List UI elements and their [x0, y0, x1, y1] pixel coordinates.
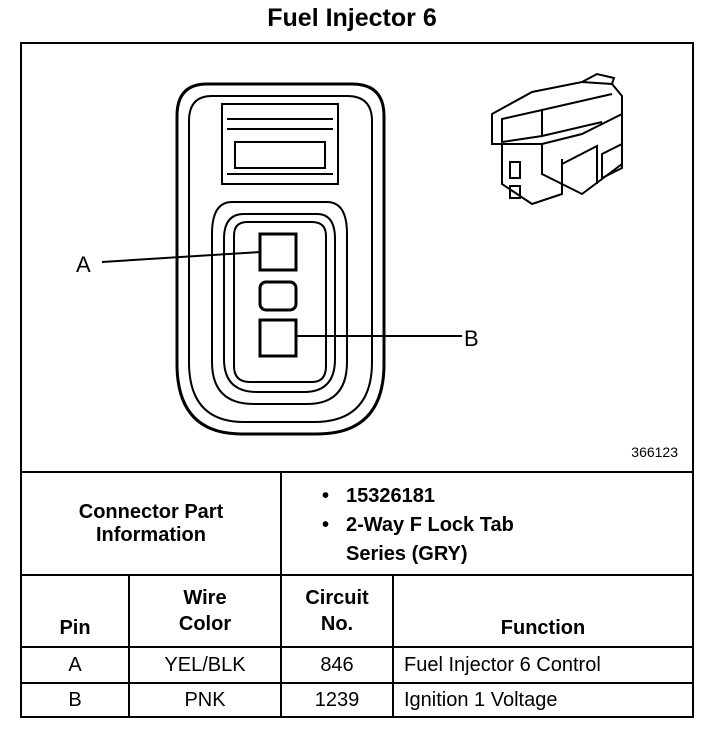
row-a-pin: A [68, 653, 82, 676]
bullet-icon: • [322, 514, 330, 536]
cavity-b [258, 318, 298, 358]
connector-info-label-line1: Connector Part [78, 500, 224, 523]
grid-line [392, 574, 394, 716]
header-wire-line1: Wire [183, 587, 227, 609]
callout-label-a: A [76, 252, 91, 277]
cavity-a [258, 232, 298, 272]
row-b-circuit: 1239 [314, 688, 360, 711]
header-circuit-no: Circuit No. [282, 576, 392, 646]
row-a-circuit: 846 [320, 653, 354, 676]
connector-info-values: • 15326181 • 2-Way F Lock Tab Series (GRY) [322, 482, 514, 569]
connector-description-line1: 2-Way F Lock Tab [346, 514, 514, 536]
callout-label-b: B [464, 326, 479, 351]
header-wire-color: Wire Color [130, 576, 280, 646]
cavity-middle [258, 280, 298, 312]
callout-line-a [101, 251, 261, 263]
header-pin: Pin [59, 617, 91, 639]
header-circuit-line1: Circuit [305, 587, 369, 609]
connector-isometric-sketch [491, 72, 623, 206]
page-title: Fuel Injector 6 [267, 4, 437, 32]
connector-inner-shell [188, 95, 373, 423]
row-a-wire: YEL/BLK [164, 653, 246, 676]
figure-id: 366123 [631, 444, 678, 460]
lock-tab [221, 103, 339, 185]
header-function: Function [500, 617, 586, 639]
connector-outer-shell [175, 82, 386, 436]
header-wire-line2: Color [178, 613, 232, 635]
grid-line [128, 574, 130, 716]
connector-info-label: Connector Part Information [22, 473, 280, 574]
grid-line [280, 471, 282, 716]
row-b-wire: PNK [184, 688, 226, 711]
row-b-pin: B [68, 688, 82, 711]
row-a-function: Fuel Injector 6 Control [404, 653, 601, 676]
grid-line [22, 574, 692, 576]
part-number: 15326181 [346, 485, 435, 507]
connector-frame: A B 366123 Connector Part Information [20, 42, 694, 718]
grid-line [22, 682, 692, 684]
bullet-icon: • [322, 485, 330, 507]
connector-description-line2: Series (GRY) [346, 543, 468, 565]
connector-diagram: A B [76, 72, 623, 436]
grid-line [22, 471, 692, 473]
row-b-function: Ignition 1 Voltage [404, 688, 558, 711]
connector-info-label-line2: Information [96, 523, 206, 546]
header-circuit-line2: No. [320, 613, 354, 635]
grid-line [22, 646, 692, 648]
terminal-body [211, 201, 348, 405]
